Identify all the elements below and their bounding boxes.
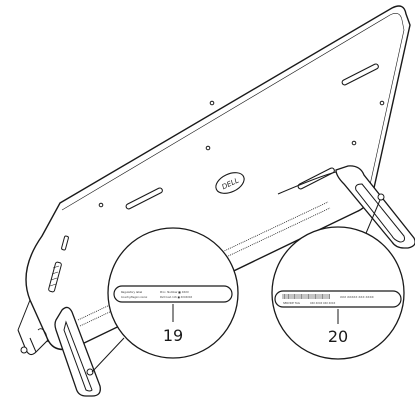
- kickstand-right: [277, 165, 415, 249]
- label-marker-20: [377, 193, 385, 201]
- service-tag-label: [274, 290, 402, 308]
- screw: [351, 140, 357, 146]
- svg-text:Regulatory label: Regulatory label: [121, 290, 142, 294]
- screw: [205, 145, 211, 151]
- kickstand-left: [37, 306, 101, 397]
- screw: [98, 202, 104, 208]
- screw: [379, 100, 385, 106]
- tablet-inner-edge: [61, 13, 405, 211]
- callout-20: SERVICE TAG XXX XXXXX XXX XXXX XXX XXXX …: [271, 226, 405, 360]
- svg-text:XXX XXXX XXX XXXX: XXX XXXX XXX XXXX: [310, 302, 336, 305]
- regulatory-label: [113, 285, 233, 303]
- svg-text:Part Cust. Info ■ XXXXXXX: Part Cust. Info ■ XXXXXXX: [160, 296, 192, 299]
- svg-text:XXX XXXXX XXX XXXX: XXX XXXXX XXX XXXX: [340, 295, 374, 299]
- callout-number-20: 20: [328, 327, 348, 346]
- callout-number-19: 19: [163, 326, 183, 345]
- label-marker-19: [86, 368, 94, 376]
- speaker-slot-top-right: [341, 63, 379, 86]
- leader-line-19: [91, 337, 125, 373]
- svg-text:SERVICE TAG: SERVICE TAG: [283, 301, 300, 305]
- headset-port: [20, 346, 28, 354]
- barcode: [282, 294, 330, 299]
- speaker-slot-left: [125, 187, 163, 210]
- svg-text:Proc. Number ■ XXXX: Proc. Number ■ XXXX: [160, 290, 189, 294]
- leader-line-20: [363, 199, 381, 239]
- dell-logo: DELL: [215, 172, 245, 194]
- svg-text:Country/Region xxxxx: Country/Region xxxxx: [121, 296, 148, 299]
- callout-19: Regulatory label Country/Region xxxxx Pr…: [107, 227, 239, 359]
- tablet-side-edge: [17, 299, 37, 353]
- volume-rocker: [48, 261, 62, 293]
- power-button: [61, 235, 69, 251]
- screw: [209, 100, 215, 106]
